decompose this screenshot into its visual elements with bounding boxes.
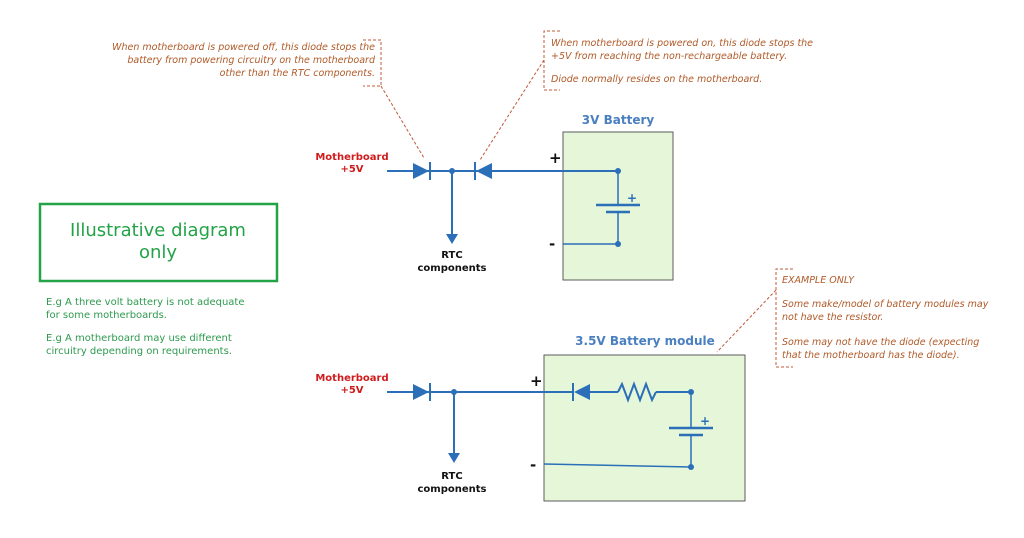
supply-label-1-line-2: +5V <box>340 164 363 175</box>
note-powered-off-line-3: other than the RTC components. <box>220 68 375 79</box>
note-example-line-4: not have the resistor. <box>782 312 883 323</box>
terminal-plus-2: + <box>530 372 543 390</box>
diode-module-2 <box>572 383 590 401</box>
note-example-line-7: that the motherboard has the diode). <box>782 350 960 361</box>
green-note-2-line-2: circuitry depending on requirements. <box>46 346 232 357</box>
note-example-line-1: EXAMPLE ONLY <box>782 275 855 286</box>
illustrative-box-border <box>38 202 279 283</box>
rtc-label-2-line-2: components <box>418 484 487 495</box>
supply-label-2-line-2: +5V <box>340 385 363 396</box>
note-example-line-3: Some make/model of battery modules may <box>782 299 989 310</box>
note-powered-off-line-2: battery from powering circuitry on the m… <box>127 55 376 66</box>
note-example-line-6: Some may not have the diode (expecting <box>782 337 979 348</box>
battery-box-2 <box>543 354 746 502</box>
green-note-1-line-2: for some motherboards. <box>46 310 167 321</box>
terminal-plus-1: + <box>549 149 562 167</box>
note-powered-off-line-1: When motherboard is powered off, this di… <box>112 42 375 53</box>
note-powered-off-bracket <box>363 39 382 87</box>
rtc-label-1-line-2: components <box>418 263 487 274</box>
battery-cell-plus-1: + <box>627 191 637 205</box>
green-note-2-line-1: E.g A motherboard may use different <box>46 333 232 344</box>
diode-supply-1 <box>413 162 431 180</box>
rtc-label-1-line-1: RTC <box>441 250 462 261</box>
resistor-2 <box>617 381 657 403</box>
note-powered-on: When motherboard is powered on, this dio… <box>479 30 813 161</box>
note-powered-off: When motherboard is powered off, this di… <box>112 39 425 159</box>
note-example: EXAMPLE ONLY Some make/model of battery … <box>716 268 989 368</box>
note-powered-on-line-1: When motherboard is powered on, this dio… <box>551 38 813 49</box>
supply-label-2-line-1: Motherboard <box>315 373 388 384</box>
illustrative-box-line-1: Illustrative diagram <box>70 220 246 241</box>
illustrative-box-line-2: only <box>139 242 177 263</box>
green-notes: E.g A three volt battery is not adequate… <box>46 297 245 357</box>
battery-title-1: 3V Battery <box>582 113 655 127</box>
illustrative-box: Illustrative diagram only <box>38 202 279 283</box>
battery-cell-plus-2: + <box>700 414 710 428</box>
battery-title-2: 3.5V Battery module <box>575 334 715 348</box>
diode-battery-1 <box>474 162 492 180</box>
green-note-1-line-1: E.g A three volt battery is not adequate <box>46 297 245 308</box>
rtc-arrow-1 <box>446 234 458 244</box>
note-powered-on-line-4: Diode normally resides on the motherboar… <box>551 74 762 85</box>
rtc-arrow-2 <box>448 453 460 463</box>
circuit-1: Motherboard +5V 3V Battery RTC component… <box>315 113 674 281</box>
note-example-bracket <box>775 268 793 368</box>
note-example-leader <box>716 289 777 353</box>
battery-wire-negative-2 <box>543 463 692 468</box>
note-powered-on-leader <box>479 59 545 161</box>
diode-supply-2 <box>413 383 431 401</box>
supply-label-1-line-1: Motherboard <box>315 152 388 163</box>
terminal-minus-1: - <box>549 235 555 253</box>
note-powered-off-leader <box>380 85 425 159</box>
terminal-minus-2: - <box>530 456 536 474</box>
rtc-label-2-line-1: RTC <box>441 471 462 482</box>
circuit-2: Motherboard +5V 3.5V Battery module RTC … <box>315 334 746 502</box>
note-powered-on-line-2: +5V from reaching the non-rechargeable b… <box>551 51 787 62</box>
